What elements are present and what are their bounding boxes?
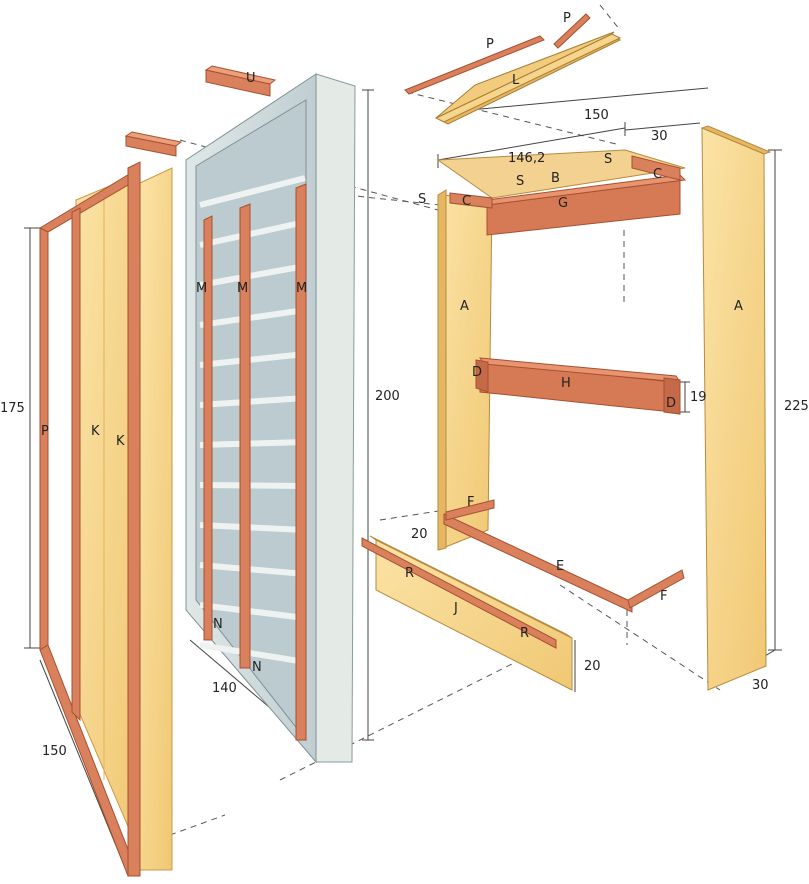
middle-rail-h — [479, 357, 681, 413]
top-panel-b — [436, 149, 686, 199]
top-rail-g — [486, 174, 687, 236]
label-f-1: F — [467, 495, 474, 510]
dimension-lines — [24, 87, 782, 876]
brackets-f — [445, 499, 685, 609]
mattress-rails-m — [203, 183, 307, 741]
door-frame-p — [38, 161, 141, 877]
part-p-strip-top — [404, 35, 545, 95]
dim-200: 200 — [375, 389, 400, 404]
label-a-1: A — [460, 299, 469, 314]
label-a-2: A — [734, 299, 743, 314]
label-m-3: M — [296, 281, 307, 296]
cleats-c — [449, 155, 681, 209]
label-m-2: M — [237, 281, 248, 296]
label-c-2: C — [653, 167, 662, 182]
label-r-2: R — [520, 626, 529, 641]
label-p-top: P — [486, 37, 494, 52]
label-l: L — [512, 73, 520, 88]
mattress-frame — [185, 73, 356, 764]
part-u-block — [204, 65, 277, 97]
label-s-1: S — [418, 192, 426, 207]
label-b: B — [551, 171, 560, 186]
label-r-1: R — [405, 566, 414, 581]
kickboard-rail-r — [361, 537, 557, 649]
side-panel-a-left — [437, 189, 493, 551]
door-panel-k-back — [139, 167, 173, 871]
part-small-block — [124, 131, 183, 157]
label-k-1: K — [91, 424, 100, 439]
label-n-2: N — [252, 660, 262, 675]
label-c-1: C — [462, 194, 471, 209]
label-m-1: M — [196, 281, 207, 296]
label-f-2: F — [660, 589, 667, 604]
dim-20-bottom: 20 — [584, 659, 601, 674]
dim-175: 175 — [0, 401, 25, 416]
dim-150-bottom: 150 — [42, 744, 67, 759]
dim-225: 225 — [784, 399, 809, 414]
part-labels: P P L U S S S B C C G A A D D H F F E J … — [41, 11, 743, 675]
mattress-slats — [199, 175, 306, 665]
label-h: H — [561, 376, 571, 391]
label-s-3: S — [604, 152, 612, 167]
label-e: E — [556, 559, 564, 574]
label-p-left: P — [41, 424, 49, 439]
cleats-d — [475, 359, 681, 415]
label-p-top-small: P — [563, 11, 571, 26]
part-p-strip-small — [553, 13, 591, 49]
label-d-1: D — [472, 365, 482, 380]
dimension-labels: 150 30 146,2 200 225 175 19 20 20 140 15… — [0, 108, 809, 759]
dim-30-bottom: 30 — [752, 678, 769, 693]
label-u: U — [246, 71, 256, 86]
bottom-rail-e — [443, 513, 633, 613]
side-panel-a-right — [700, 125, 772, 691]
dim-20-left: 20 — [411, 527, 428, 542]
dim-140: 140 — [212, 681, 237, 696]
label-g: G — [558, 196, 568, 211]
dim-19: 19 — [690, 390, 707, 405]
dim-150-top: 150 — [584, 108, 609, 123]
dim-146: 146,2 — [508, 151, 545, 166]
label-n-1: N — [213, 617, 223, 632]
dim-30-top: 30 — [651, 129, 668, 144]
label-k-2: K — [116, 434, 125, 449]
label-d-2: D — [666, 396, 676, 411]
label-s-2: S — [516, 174, 524, 189]
label-j: J — [453, 601, 458, 616]
part-l-panel — [434, 31, 622, 125]
